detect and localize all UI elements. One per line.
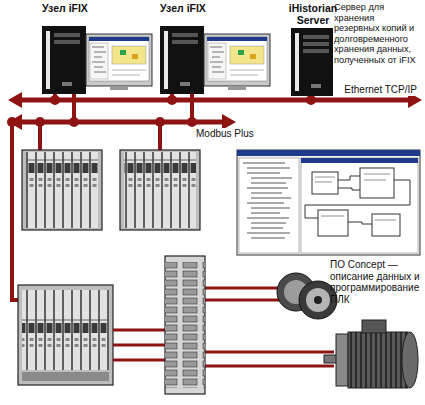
computer-icon	[40, 2, 155, 96]
bus-name: Ethernet TCP/IP	[342, 84, 419, 96]
software-note: ПО Concept — описание данных и программи…	[330, 259, 422, 305]
node-heading: Узел iFIX	[158, 2, 208, 14]
ifix-node: Узел iFIX	[40, 2, 155, 96]
bus-name: Modbus Plus	[194, 128, 256, 140]
node-heading: Узел iFIX	[40, 2, 90, 14]
ifix-node: Узел iFIX	[158, 2, 273, 96]
server-note: Сервер для хранения резервных копий и до…	[334, 2, 422, 65]
computer-icon	[158, 2, 273, 96]
